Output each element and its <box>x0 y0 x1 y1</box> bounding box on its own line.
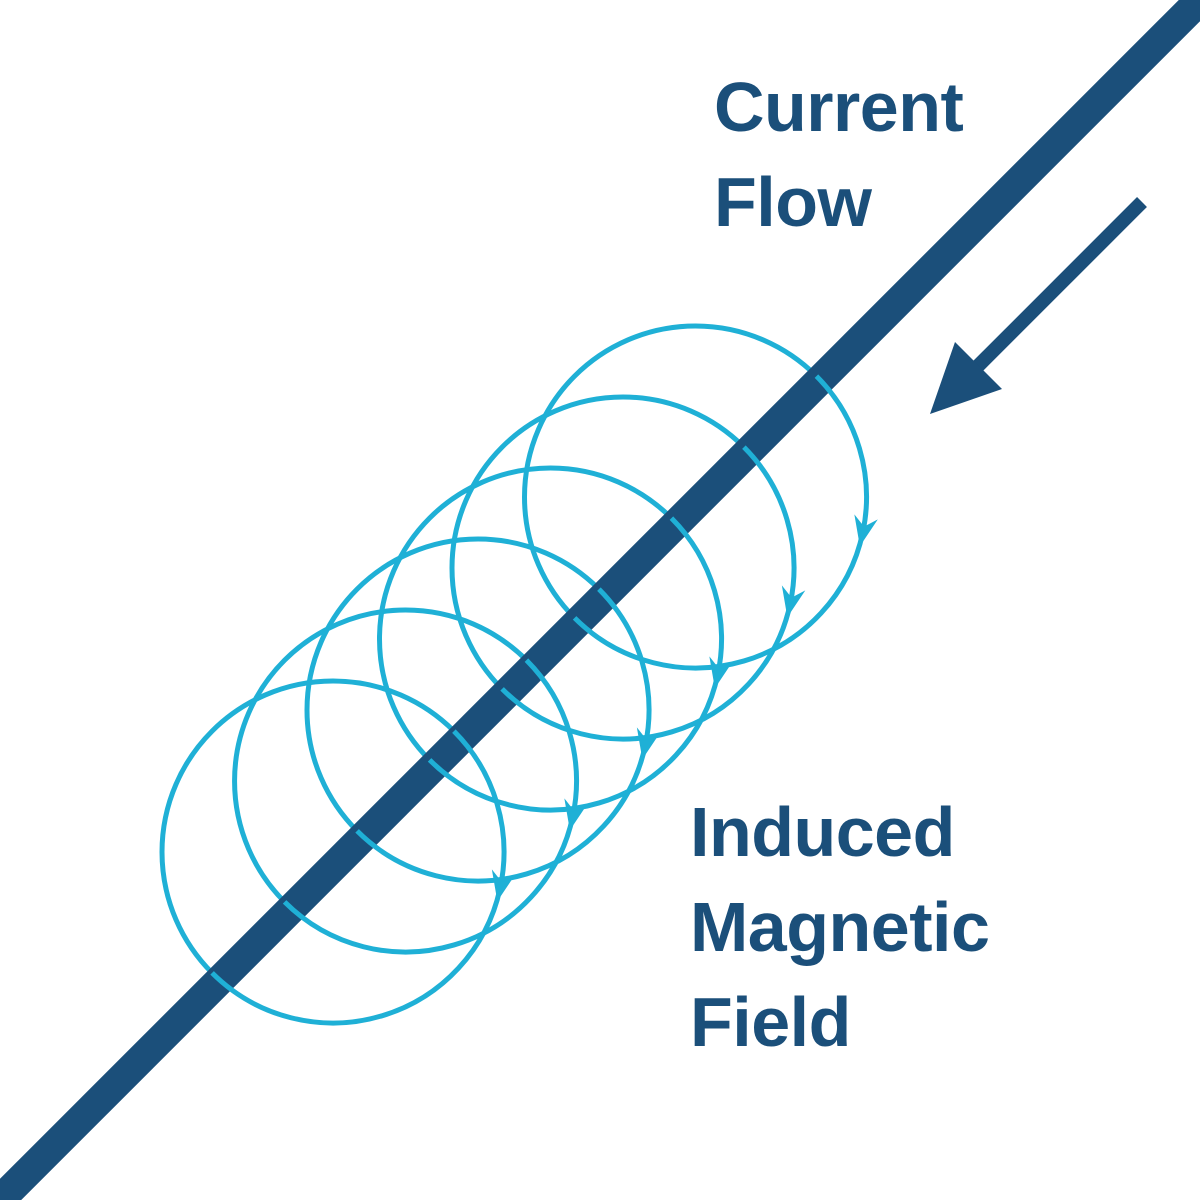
field-label-line-2: Magnetic <box>690 888 990 966</box>
field-loop-front-arc-with-arrow <box>669 516 724 678</box>
field-loop-front-arc-with-arrow <box>742 445 797 607</box>
current-direction-arrow <box>930 197 1147 414</box>
field-loop-arrowhead <box>564 798 588 831</box>
field-label-line-1: Induced <box>690 793 955 871</box>
field-loop-arrowhead <box>781 585 806 618</box>
field-loops-back-halves <box>159 323 819 975</box>
field-loop-front-arc <box>355 745 648 884</box>
field-loop-back-arc <box>522 323 819 620</box>
induced-magnetic-field-label: Induced Magnetic Field <box>690 785 990 1070</box>
current-arrow-shaft <box>960 197 1147 384</box>
field-loop-back-arc <box>449 394 746 691</box>
field-loop-front-arc <box>500 603 793 742</box>
field-loop-arrowhead <box>636 727 661 760</box>
current-arrow-head <box>930 342 1002 414</box>
field-loop-front-arc-with-arrow <box>814 374 869 536</box>
field-label-line-3: Field <box>690 983 851 1061</box>
field-loop-arrowhead <box>854 514 878 547</box>
field-loop-front-arc <box>572 532 866 671</box>
field-loop-front-arc <box>427 674 721 813</box>
current-flow-label-line-2: Flow <box>714 163 872 241</box>
field-loop-back-arc <box>377 465 674 762</box>
field-loop-arrowhead <box>491 869 516 902</box>
current-flow-label-line-1: Current <box>714 68 964 146</box>
field-loop-back-arc <box>304 536 601 833</box>
field-loop-arrowhead <box>709 656 733 689</box>
field-loop-back-arc <box>159 678 456 975</box>
current-flow-label: Current Flow <box>714 60 964 250</box>
field-loop-front-arc <box>210 887 503 1026</box>
field-loop-front-arc <box>282 816 576 955</box>
field-loops-front-halves <box>210 374 878 1026</box>
field-loop-back-arc <box>232 607 529 904</box>
